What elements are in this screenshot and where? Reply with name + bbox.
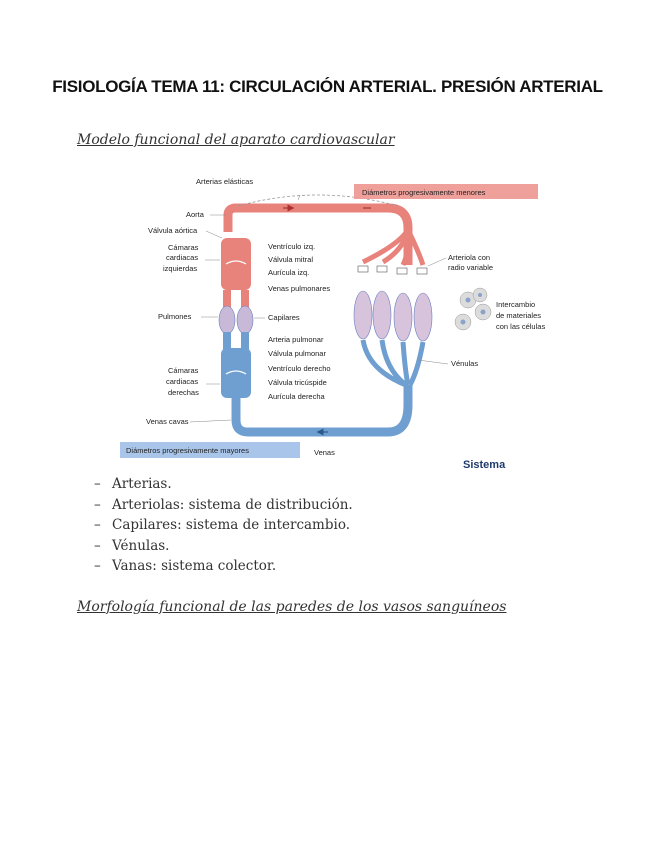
label-venae-cavae: Venas cavas bbox=[146, 417, 189, 426]
section-heading-model: Modelo funcional del aparato cardiovascu… bbox=[77, 132, 395, 148]
label-capillaries: Capilares bbox=[268, 313, 300, 322]
larger-diameters-text: Diámetros progresivamente mayores bbox=[126, 446, 249, 455]
label-lungs: Pulmones bbox=[158, 312, 192, 321]
systemic-capillaries bbox=[354, 291, 432, 341]
label-veins: Venas bbox=[314, 448, 335, 457]
list-item-text: Arteriolas: sistema de distribución. bbox=[112, 497, 353, 513]
right-heart bbox=[221, 348, 251, 398]
label-mitral-valve: Válvula mitral bbox=[268, 255, 313, 264]
list-item-text: Capilares: sistema de intercambio. bbox=[112, 517, 350, 533]
label-exchange-2: de materiales bbox=[496, 311, 541, 320]
label-left-chambers-3: izquierdas bbox=[163, 264, 197, 273]
lung-capillaries bbox=[219, 306, 253, 334]
label-left-atrium: Aurícula izq. bbox=[268, 268, 309, 277]
cardiovascular-diagram: Diámetros progresivamente menores Diámet… bbox=[118, 170, 556, 468]
list-item: –Capilares: sistema de intercambio. bbox=[94, 515, 353, 536]
list-item-text: Vénulas. bbox=[112, 538, 169, 554]
label-right-chambers-2: cardiacas bbox=[166, 377, 198, 386]
tissue-cells bbox=[455, 288, 491, 330]
list-item: –Arterias. bbox=[94, 474, 353, 495]
list-item: –Arteriolas: sistema de distribución. bbox=[94, 495, 353, 516]
page-title: FISIOLOGÍA TEMA 11: CIRCULACIÓN ARTERIAL… bbox=[0, 77, 655, 97]
label-pulmonary-veins: Venas pulmonares bbox=[268, 284, 330, 293]
label-right-atrium: Aurícula derecha bbox=[268, 392, 326, 401]
arterioles bbox=[358, 266, 427, 274]
section-heading-morphology: Morfología funcional de las paredes de l… bbox=[77, 599, 506, 615]
list-item: –Vénulas. bbox=[94, 536, 353, 557]
label-pulmonary-valve: Válvula pulmonar bbox=[268, 349, 326, 358]
arteries-branches bbox=[363, 230, 423, 265]
list-item-text: Vanas: sistema colector. bbox=[112, 558, 276, 574]
venules bbox=[363, 340, 423, 385]
label-venules: Vénulas bbox=[451, 359, 478, 368]
label-aortic-valve: Válvula aórtica bbox=[148, 226, 198, 235]
list-item-text: Arterias. bbox=[112, 476, 172, 492]
label-left-chambers-2: cardiacas bbox=[166, 253, 198, 262]
label-aorta: Aorta bbox=[186, 210, 205, 219]
label-left-ventricle: Ventrículo izq. bbox=[268, 242, 315, 251]
vessel-list: –Arterias. –Arteriolas: sistema de distr… bbox=[94, 474, 353, 577]
label-tricuspid-valve: Válvula tricúspide bbox=[268, 378, 327, 387]
label-arteriole-1: Arteriola con bbox=[448, 253, 490, 262]
label-elastic-arteries: Arterias elásticas bbox=[196, 177, 253, 186]
label-left-chambers-1: Cámaras bbox=[168, 243, 199, 252]
label-exchange-1: Intercambio bbox=[496, 300, 535, 309]
label-right-chambers-3: derechas bbox=[168, 388, 199, 397]
label-arteriole-2: radio variable bbox=[448, 263, 493, 272]
label-exchange-3: con las células bbox=[496, 322, 545, 331]
list-item: –Vanas: sistema colector. bbox=[94, 556, 353, 577]
aorta-vessel bbox=[228, 208, 408, 265]
smaller-diameters-text: Diámetros progresivamente menores bbox=[362, 188, 486, 197]
label-system: Sistema bbox=[463, 459, 506, 468]
label-right-chambers-1: Cámaras bbox=[168, 366, 199, 375]
left-heart bbox=[221, 238, 251, 290]
label-right-ventricle: Ventrículo derecho bbox=[268, 364, 331, 373]
label-pulmonary-artery: Arteria pulmonar bbox=[268, 335, 324, 344]
